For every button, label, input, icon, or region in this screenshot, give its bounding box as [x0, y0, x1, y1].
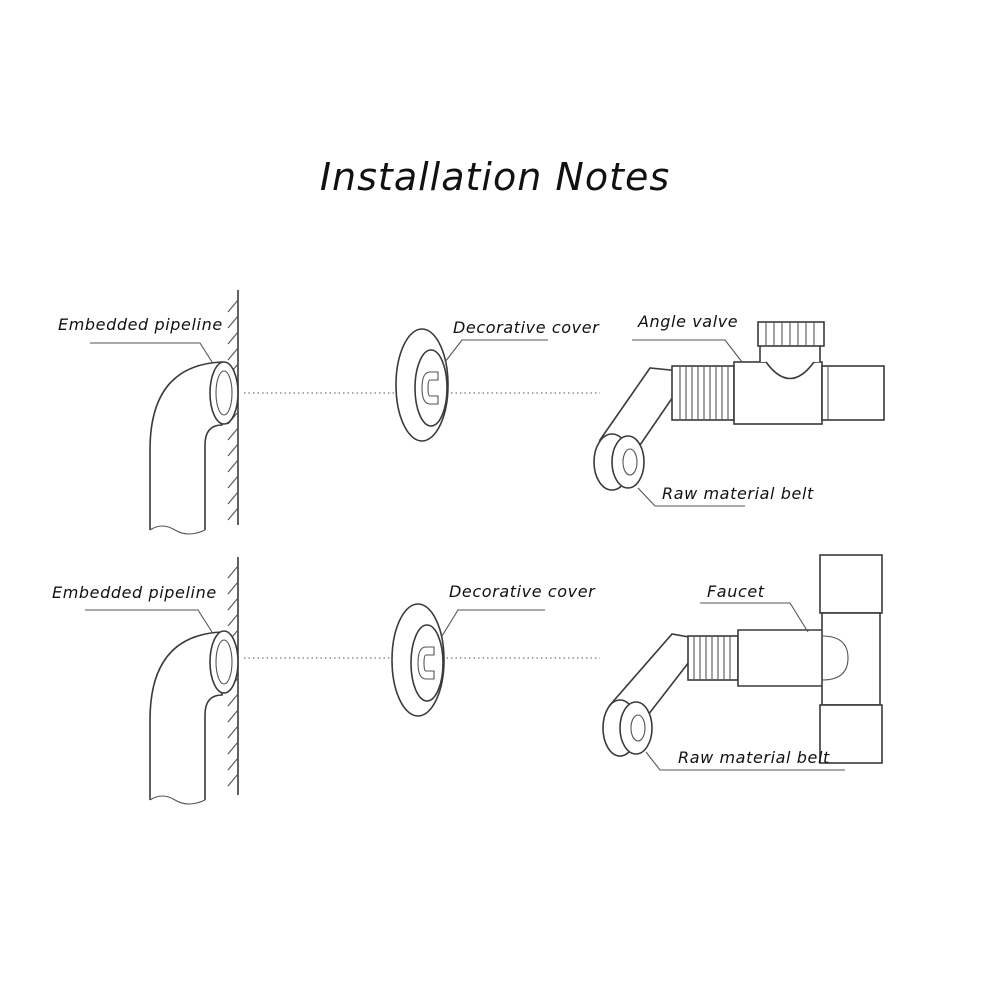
embedded-pipeline-1 — [149, 361, 239, 535]
cover-label-1: Decorative cover — [453, 318, 600, 337]
raw-material-belt-1 — [593, 367, 692, 491]
pipe-label-1: Embedded pipeline — [58, 315, 223, 334]
angle-valve — [671, 321, 885, 425]
raw-material-belt-2 — [602, 633, 708, 757]
pipe-leader-2 — [85, 609, 213, 633]
belt-label-1: Raw material belt — [662, 484, 814, 503]
faucet-leader — [700, 602, 809, 633]
valve-label: Angle valve — [637, 312, 738, 331]
wall-2 — [227, 557, 239, 795]
faucet — [687, 554, 883, 764]
row-2-faucet: Embedded pipeline Decorative cover — [52, 554, 883, 805]
decorative-cover-1 — [395, 328, 449, 442]
cover-leader-2 — [441, 609, 545, 637]
decorative-cover-2 — [391, 603, 445, 717]
faucet-label: Faucet — [707, 582, 765, 601]
pipe-label-2: Embedded pipeline — [52, 583, 217, 602]
wall-1 — [227, 290, 239, 525]
pipe-leader-1 — [90, 342, 213, 363]
belt-leader-1 — [637, 487, 745, 507]
valve-leader — [632, 339, 743, 363]
belt-label-2: Raw material belt — [678, 748, 830, 767]
embedded-pipeline-2 — [149, 630, 239, 805]
belt-leader-2 — [645, 751, 845, 771]
diagram-title: Installation Notes — [320, 155, 670, 199]
row-1-angle-valve: Embedded pipeline Decorative cover — [58, 290, 885, 535]
cover-label-2: Decorative cover — [449, 582, 596, 601]
cover-leader-1 — [444, 339, 548, 363]
